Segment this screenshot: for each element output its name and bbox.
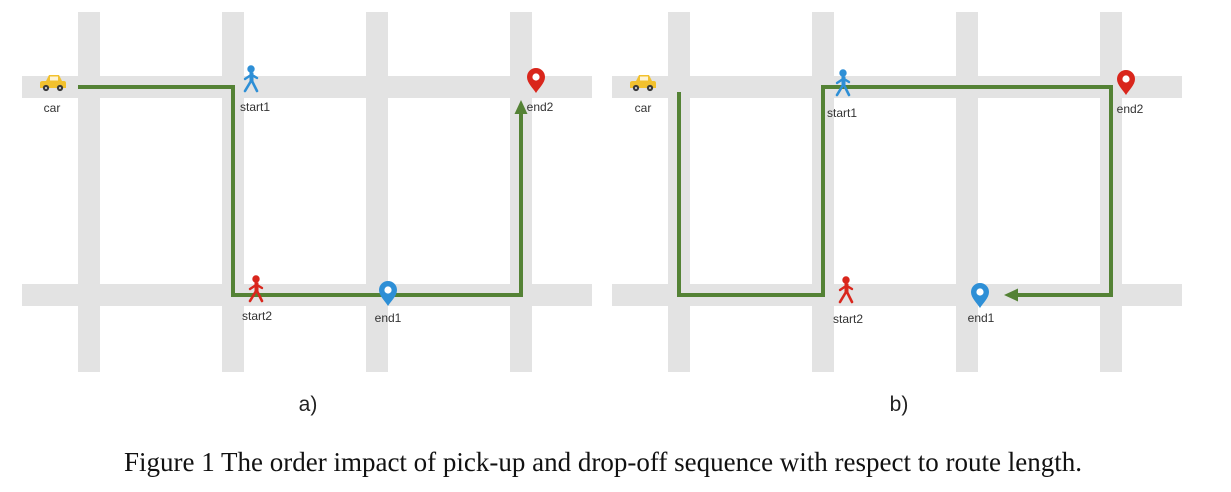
panel-a: car start1 end2 start2 end1 a) — [22, 12, 592, 416]
route-arrow — [514, 100, 528, 114]
start1-label: start1 — [827, 106, 857, 120]
route-path — [78, 85, 528, 297]
car-label: car — [635, 101, 652, 115]
end2-label: end2 — [527, 100, 554, 114]
start2-label: start2 — [833, 312, 863, 326]
road-grid — [612, 12, 1182, 372]
car-label: car — [44, 101, 61, 115]
figure-caption: Figure 1 The order impact of pick-up and… — [124, 447, 1082, 477]
road-grid — [22, 12, 592, 372]
start1-label: start1 — [240, 100, 270, 114]
panel-b-label: b) — [890, 393, 909, 416]
end1-label: end1 — [375, 311, 402, 325]
route-arrow — [1004, 288, 1018, 302]
start2-label: start2 — [242, 309, 272, 323]
panel-a-label: a) — [299, 393, 318, 416]
route-path — [677, 85, 1113, 302]
end1-label: end1 — [968, 311, 995, 325]
panel-b: car start1 end2 start2 end1 b) — [612, 12, 1182, 416]
end2-label: end2 — [1117, 102, 1144, 116]
